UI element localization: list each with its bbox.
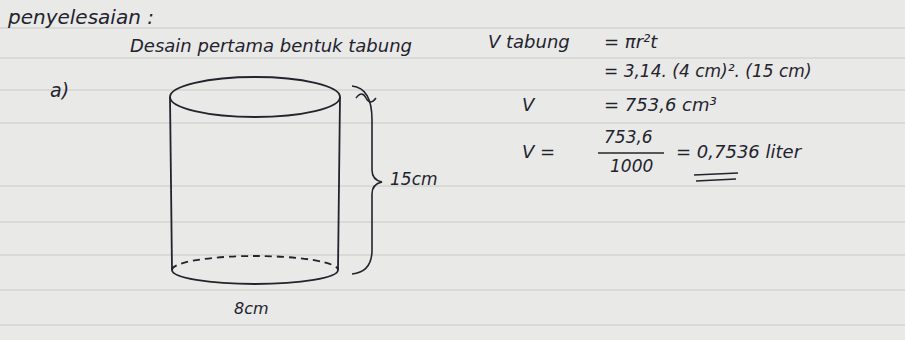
height-brace [352, 86, 382, 274]
formula-text: V = [522, 142, 555, 162]
ruled-lines [0, 28, 905, 325]
formula-text: = 3,14. (4 cm)². (15 cm) [604, 62, 812, 81]
heading-text: penyelesaian : [8, 6, 154, 28]
fraction-numerator: 753,6 [604, 128, 653, 147]
formula-text: = 753,6 cm³ [604, 95, 717, 115]
cylinder-drawing [170, 77, 340, 284]
fraction-denominator: 1000 [610, 157, 653, 176]
fraction-bar [598, 152, 664, 154]
subheading-text: Desain pertama bentuk tabung [130, 36, 412, 56]
double-underline [694, 173, 738, 181]
formula-result: = 0,7536 liter [676, 142, 801, 162]
dimension-label: 15cm [390, 170, 438, 189]
dimension-label: 8cm [234, 300, 269, 318]
part-label: a) [50, 80, 69, 101]
formula-text: V tabung [488, 32, 570, 52]
formula-text: V [522, 95, 534, 115]
tilde-mark [356, 94, 376, 102]
formula-text: = πr²t [604, 32, 657, 52]
